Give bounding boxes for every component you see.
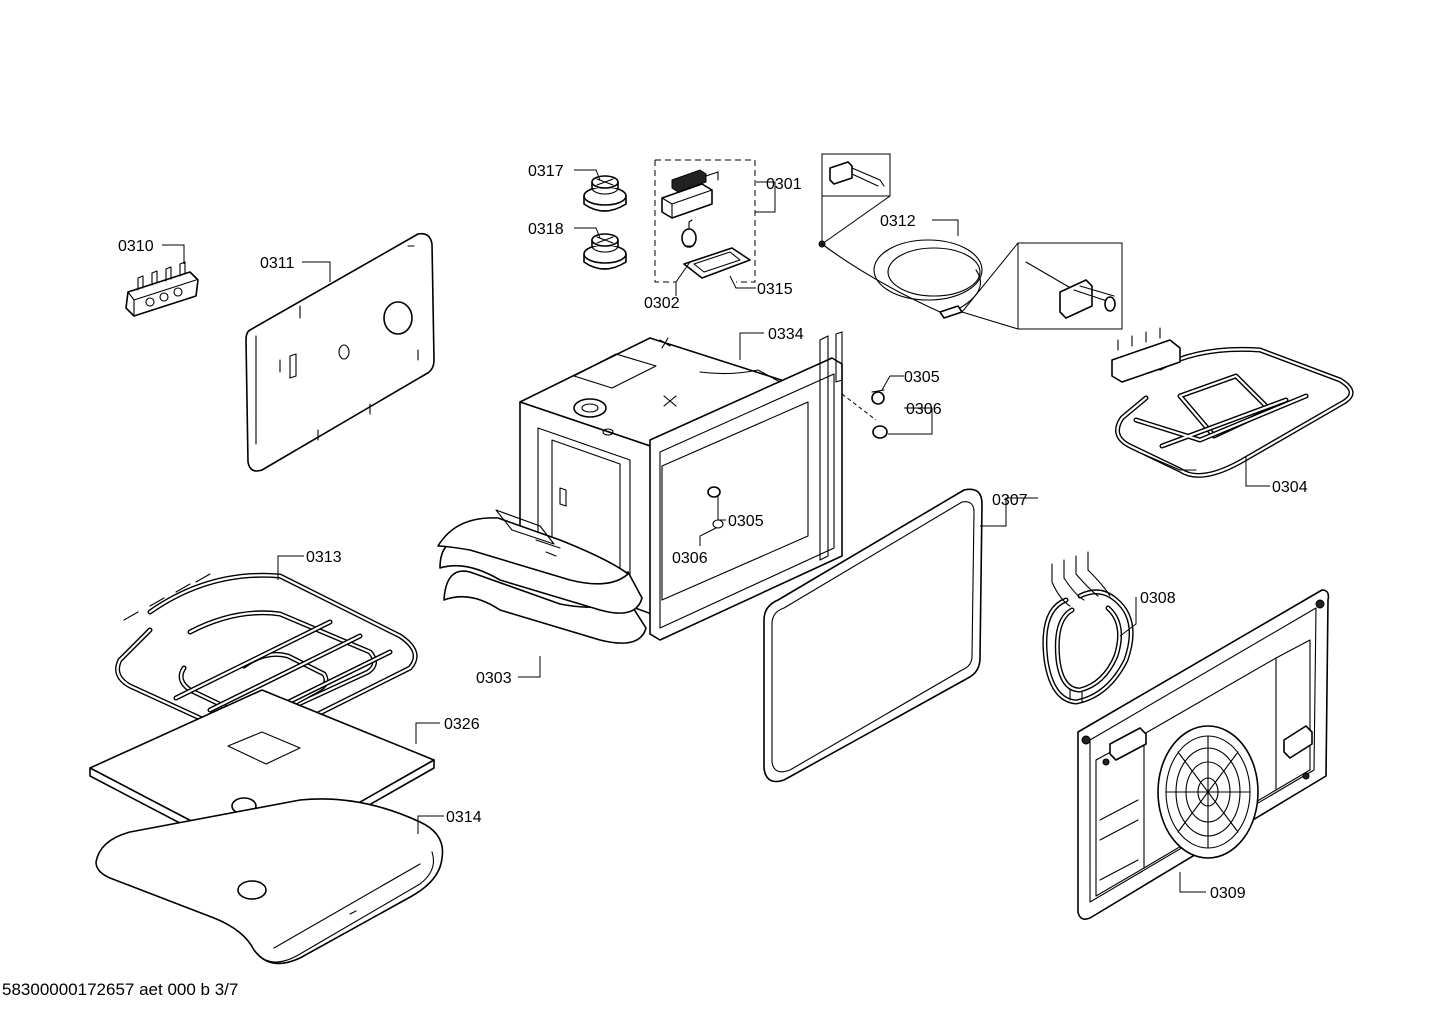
part-0304-top-heater[interactable] [1111,327,1354,478]
part-0312-temperature-sensor[interactable] [818,153,1123,330]
callout-0308: 0308 [1140,590,1176,607]
part-0306-cap-right[interactable] [872,425,888,439]
part-0301-lamp-assembly[interactable] [654,159,756,283]
callout-0334: 0334 [768,326,804,343]
callout-0313: 0313 [306,549,342,566]
part-0314-bottom-shell[interactable] [95,798,444,965]
callout-labels: 0310 0311 0317 0318 0301 0302 0315 0312 … [118,163,1308,902]
callout-0318: 0318 [528,221,564,238]
callout-0315: 0315 [757,281,793,298]
callout-0312: 0312 [880,213,916,230]
callout-0304: 0304 [1272,479,1308,496]
callout-0314: 0314 [446,809,482,826]
drawing-reference-number: 58300000172657 aet 000 b 3/7 [2,980,239,999]
part-0313-bottom-heater[interactable] [115,572,418,747]
callout-0311: 0311 [260,255,295,272]
part-0307-door-gasket[interactable] [763,488,983,783]
callout-0306-left: 0306 [672,550,708,567]
callout-0326: 0326 [444,716,480,733]
part-0309-fan-cover-panel[interactable] [1077,589,1330,920]
callout-0317: 0317 [528,163,564,180]
leader-lines [162,169,1270,893]
callout-0305-left: 0305 [728,513,764,530]
part-0311-rear-panel[interactable] [245,232,435,472]
callout-0310: 0310 [118,238,154,255]
part-0303-insulation[interactable] [437,509,647,644]
callout-0303: 0303 [476,670,512,687]
callout-0301: 0301 [766,176,802,193]
callout-0305-right: 0305 [904,369,940,386]
callout-0306-right: 0306 [906,401,942,418]
callout-0302: 0302 [644,295,680,312]
part-0315-lamp-cover[interactable] [683,247,751,279]
callout-0307: 0307 [992,492,1028,509]
part-0302-lamp-bulb[interactable] [681,219,697,248]
part-0318-knob[interactable] [583,233,627,270]
part-0317-knob[interactable] [583,175,627,212]
callout-0309: 0309 [1210,885,1246,902]
part-0310-terminal-block[interactable] [125,261,199,317]
part-0308-fan-heater-ring[interactable] [1042,551,1134,705]
part-0305-screw-right[interactable] [871,389,885,405]
